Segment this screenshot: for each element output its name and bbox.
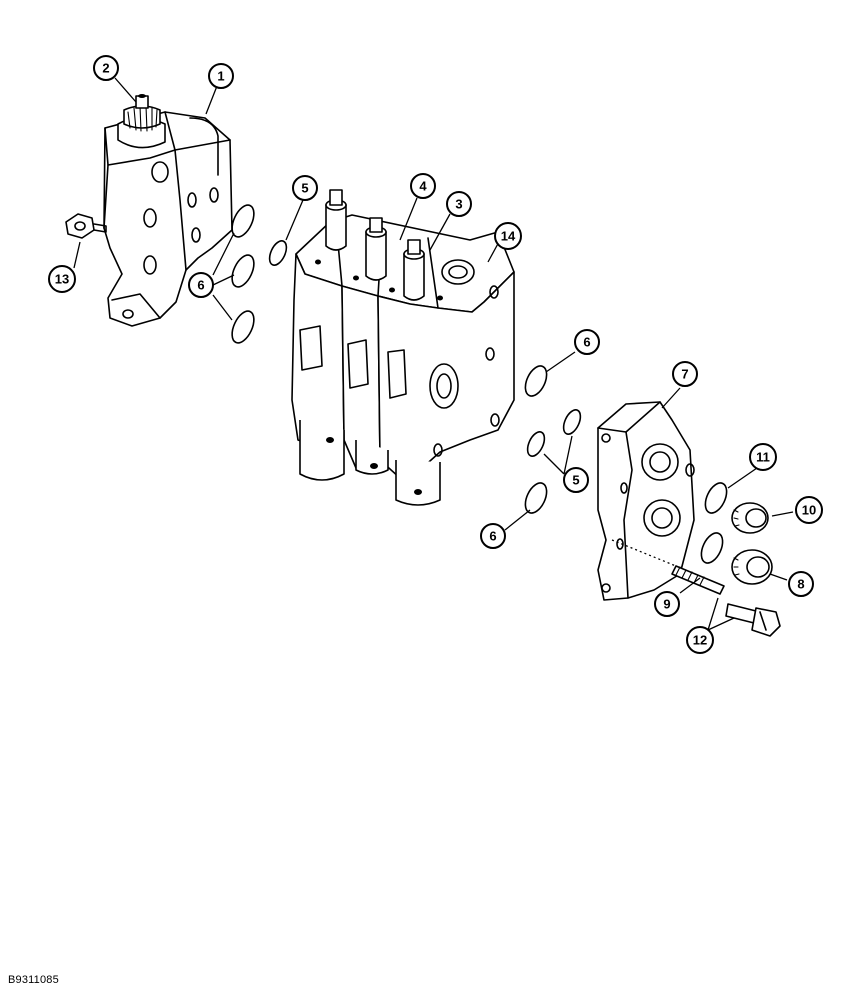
callout-label: 11 <box>756 450 770 465</box>
callout-10: 10 <box>795 496 823 524</box>
callout-6-lower-right: 6 <box>480 523 506 549</box>
callout-11: 11 <box>749 443 777 471</box>
figure-id-label: B9311085 <box>8 974 59 986</box>
callout-label: 4 <box>419 179 427 194</box>
callout-label: 8 <box>797 577 804 592</box>
plug-part-8 <box>731 549 773 585</box>
callout-label: 5 <box>301 181 308 196</box>
callout-2: 2 <box>93 55 119 81</box>
callout-label: 6 <box>583 335 590 350</box>
nut-part <box>65 213 107 239</box>
callout-label: 6 <box>197 278 204 293</box>
seal-rings-right <box>524 365 728 564</box>
callout-9: 9 <box>654 591 680 617</box>
callout-14: 14 <box>494 222 522 250</box>
callout-4: 4 <box>410 173 436 199</box>
callout-5-left: 5 <box>292 175 318 201</box>
callout-label: 7 <box>681 367 688 382</box>
callout-3: 3 <box>446 191 472 217</box>
callout-label: 5 <box>572 473 579 488</box>
callout-5-right: 5 <box>563 467 589 493</box>
callout-12: 12 <box>686 626 714 654</box>
bolt-part <box>725 603 781 637</box>
plug-part-10 <box>731 502 769 534</box>
callout-label: 6 <box>489 529 496 544</box>
leader-lines <box>73 77 794 631</box>
callout-label: 9 <box>663 597 670 612</box>
callout-label: 13 <box>55 272 69 287</box>
callout-label: 3 <box>455 197 462 212</box>
callout-label: 14 <box>501 229 516 244</box>
callout-7: 7 <box>672 361 698 387</box>
callout-label: 2 <box>102 61 109 76</box>
callout-8: 8 <box>788 571 814 597</box>
callout-label: 10 <box>802 503 816 518</box>
callout-13: 13 <box>48 265 76 293</box>
callout-6-upper-right: 6 <box>574 329 600 355</box>
callout-label: 12 <box>693 633 707 648</box>
valve-sections-part <box>291 189 515 506</box>
outlet-section-part <box>597 401 695 601</box>
callout-6-left: 6 <box>188 272 214 298</box>
callout-1: 1 <box>208 63 234 89</box>
inlet-section-part <box>103 111 233 327</box>
relief-valve-part <box>117 94 166 149</box>
seal-rings-left <box>231 204 288 344</box>
callout-label: 1 <box>217 69 224 84</box>
